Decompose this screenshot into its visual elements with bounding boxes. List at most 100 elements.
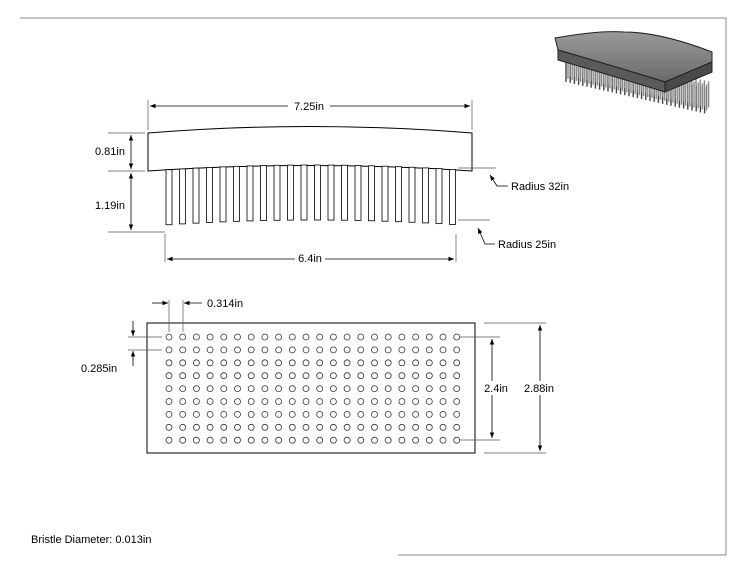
front-bristle (408, 166, 416, 223)
bristle-hole (384, 359, 392, 367)
bristle-hole (247, 436, 255, 444)
radius-bottom-label: Radius 25in (498, 239, 556, 251)
front-bristle (422, 167, 429, 224)
bristle-hole (439, 423, 447, 431)
bristle-hole (220, 410, 228, 418)
bristle-hole (179, 385, 187, 393)
dim-block-label: 2.88in (524, 383, 554, 395)
dim-length-label: 7.25in (294, 101, 324, 113)
bristle-hole (302, 410, 310, 418)
bristle-hole (425, 385, 433, 393)
bristle-hole (302, 359, 310, 367)
bristle-hole (192, 385, 200, 393)
sheet-border (20, 17, 727, 556)
leader-radius-top (489, 174, 508, 187)
bristle-hole (329, 346, 337, 354)
dim-col-pitch-label: 0.314in (207, 298, 243, 310)
bristle-hole (329, 423, 337, 431)
bristle-hole (371, 398, 378, 405)
bristle-hole (179, 410, 187, 418)
bristle-hole (425, 372, 433, 380)
bristle-hole (425, 410, 433, 418)
bristle-hole (357, 436, 365, 444)
front-bristle (219, 166, 227, 223)
bristle-hole (247, 410, 255, 418)
front-bristle (314, 164, 321, 221)
bristle-hole (288, 385, 296, 393)
bristle-hole (329, 410, 337, 418)
bristle-hole (398, 346, 406, 354)
bristle-hole (412, 436, 420, 444)
bristle-hole (206, 372, 214, 380)
bristle-hole (357, 359, 365, 367)
bristle-hole (302, 436, 310, 444)
bristle-hole (192, 333, 200, 341)
dim-span-label: 6.4in (298, 253, 322, 265)
bristle-hole (234, 333, 241, 341)
bristle-hole (179, 333, 187, 341)
bristle-hole (398, 372, 406, 380)
bristle-hole (412, 346, 420, 354)
bristle-hole (288, 346, 296, 354)
bristle-hole (288, 372, 296, 380)
front-bristle (179, 168, 186, 225)
bristle-hole (453, 423, 461, 431)
bristle-hole (453, 385, 461, 393)
bristle-hole (275, 423, 283, 431)
bristle-hole (398, 359, 406, 367)
bristle-hole (247, 333, 255, 341)
front-bristle (287, 164, 294, 221)
front-bristle (354, 165, 362, 221)
bristle-hole (425, 436, 433, 444)
bristle-hole (261, 372, 269, 380)
bristle-hole (206, 398, 214, 405)
bristle-hole (234, 385, 241, 393)
bristle-hole (384, 436, 392, 444)
bristle-hole (234, 372, 241, 380)
bristle-hole (275, 436, 283, 444)
bristle-hole (220, 372, 228, 380)
bristle-hole (234, 398, 241, 405)
bristle-hole (179, 436, 187, 444)
bristle-hole (316, 346, 324, 354)
bristle-hole (329, 372, 337, 380)
bristle-hole (179, 359, 187, 367)
bristle-hole (412, 398, 420, 405)
bristle-hole (206, 346, 214, 354)
bristle-hole (439, 436, 447, 444)
bristle-hole (439, 385, 447, 393)
front-view: 7.25in 0.81in 1.19in 6.4in Radius 32in R… (95, 98, 569, 265)
bristle-hole (288, 398, 296, 405)
bristle-hole (412, 333, 420, 341)
bristle-hole (206, 385, 214, 393)
bristle-hole (371, 410, 378, 418)
bristle-hole (412, 385, 420, 393)
front-bristle (368, 165, 375, 222)
radius-top-label: Radius 32in (511, 181, 569, 193)
bristle-hole (371, 372, 378, 380)
bristle-hole (275, 385, 283, 393)
bristle-hole (343, 385, 351, 393)
bristle-hole (425, 333, 433, 341)
bristle-hole (398, 333, 406, 341)
bristle-hole (275, 346, 283, 354)
leader-radius-bottom (477, 227, 495, 245)
bristle-hole (247, 385, 255, 393)
bristle-hole (179, 372, 187, 380)
front-bristle (246, 165, 254, 222)
bristle-hole (234, 359, 241, 367)
bristle-hole (343, 410, 351, 418)
bristle-hole (343, 423, 351, 431)
bristle-hole (165, 410, 173, 418)
bristle-hole (275, 398, 283, 405)
bristle-hole (206, 410, 214, 418)
bristle-hole (165, 333, 173, 341)
bristle-hole (384, 385, 392, 393)
bristle-hole (439, 346, 447, 354)
bristle-hole (371, 385, 378, 393)
bristle-hole (165, 423, 173, 431)
front-bristle (300, 164, 308, 221)
front-bristles (165, 164, 456, 226)
front-bristle (435, 168, 443, 225)
